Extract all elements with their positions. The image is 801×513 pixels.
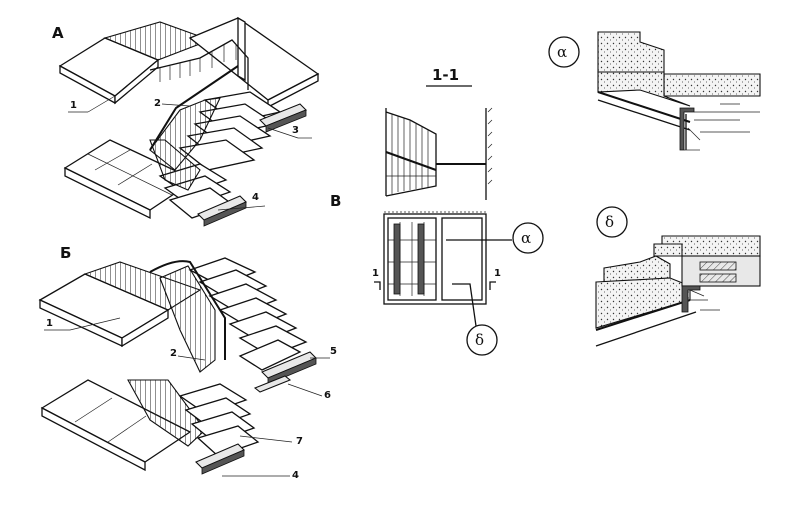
- svg-text:1: 1: [70, 100, 77, 111]
- detail-alpha-marker: [548, 36, 580, 68]
- svg-text:3: 3: [292, 125, 299, 136]
- landing-slab-alpha: [663, 73, 761, 97]
- figure-a: А: [52, 16, 320, 227]
- svg-text:1: 1: [372, 268, 379, 279]
- railing-b: [159, 265, 216, 373]
- alpha-marker: [512, 222, 544, 254]
- svg-text:1: 1: [494, 268, 501, 279]
- svg-text:4: 4: [252, 192, 259, 203]
- beam-6: [253, 375, 292, 393]
- section-upper: [385, 108, 486, 197]
- svg-text:δ: δ: [605, 213, 614, 231]
- flight-b-upper: [188, 257, 308, 357]
- svg-text:4: 4: [292, 470, 299, 481]
- detail-delta-marker: [596, 206, 628, 238]
- figure-b-label: Б: [60, 244, 71, 262]
- figure-v-label: В: [330, 192, 341, 210]
- svg-text:δ: δ: [475, 331, 484, 349]
- callouts-a: 1 2 3 4: [68, 95, 312, 211]
- delta-marker: [466, 324, 498, 356]
- figure-a-label: А: [52, 24, 64, 42]
- detail-delta: δ: [595, 206, 761, 347]
- step-block-alpha: [597, 31, 665, 73]
- svg-text:6: 6: [324, 390, 331, 401]
- svg-text:α: α: [557, 43, 567, 61]
- support-angle-alpha: [679, 107, 695, 151]
- svg-text:2: 2: [170, 348, 177, 359]
- svg-text:7: 7: [296, 436, 303, 447]
- section-title: 1-1: [432, 66, 459, 84]
- callouts-b: 1 2 5 6 7 4: [44, 317, 337, 481]
- svg-text:5: 5: [330, 346, 337, 357]
- flight-b-lower: [178, 383, 260, 457]
- section-lower: 1 1 α δ: [372, 211, 544, 356]
- svg-text:1: 1: [46, 318, 53, 329]
- flight-a-upper: [178, 91, 282, 171]
- svg-text:α: α: [521, 229, 531, 247]
- figure-b: Б: [38, 244, 337, 481]
- detail-alpha: α: [548, 31, 761, 151]
- section-1-1: 1-1 В: [330, 66, 544, 356]
- svg-text:2: 2: [154, 98, 161, 109]
- mid-landing-b: [238, 339, 302, 371]
